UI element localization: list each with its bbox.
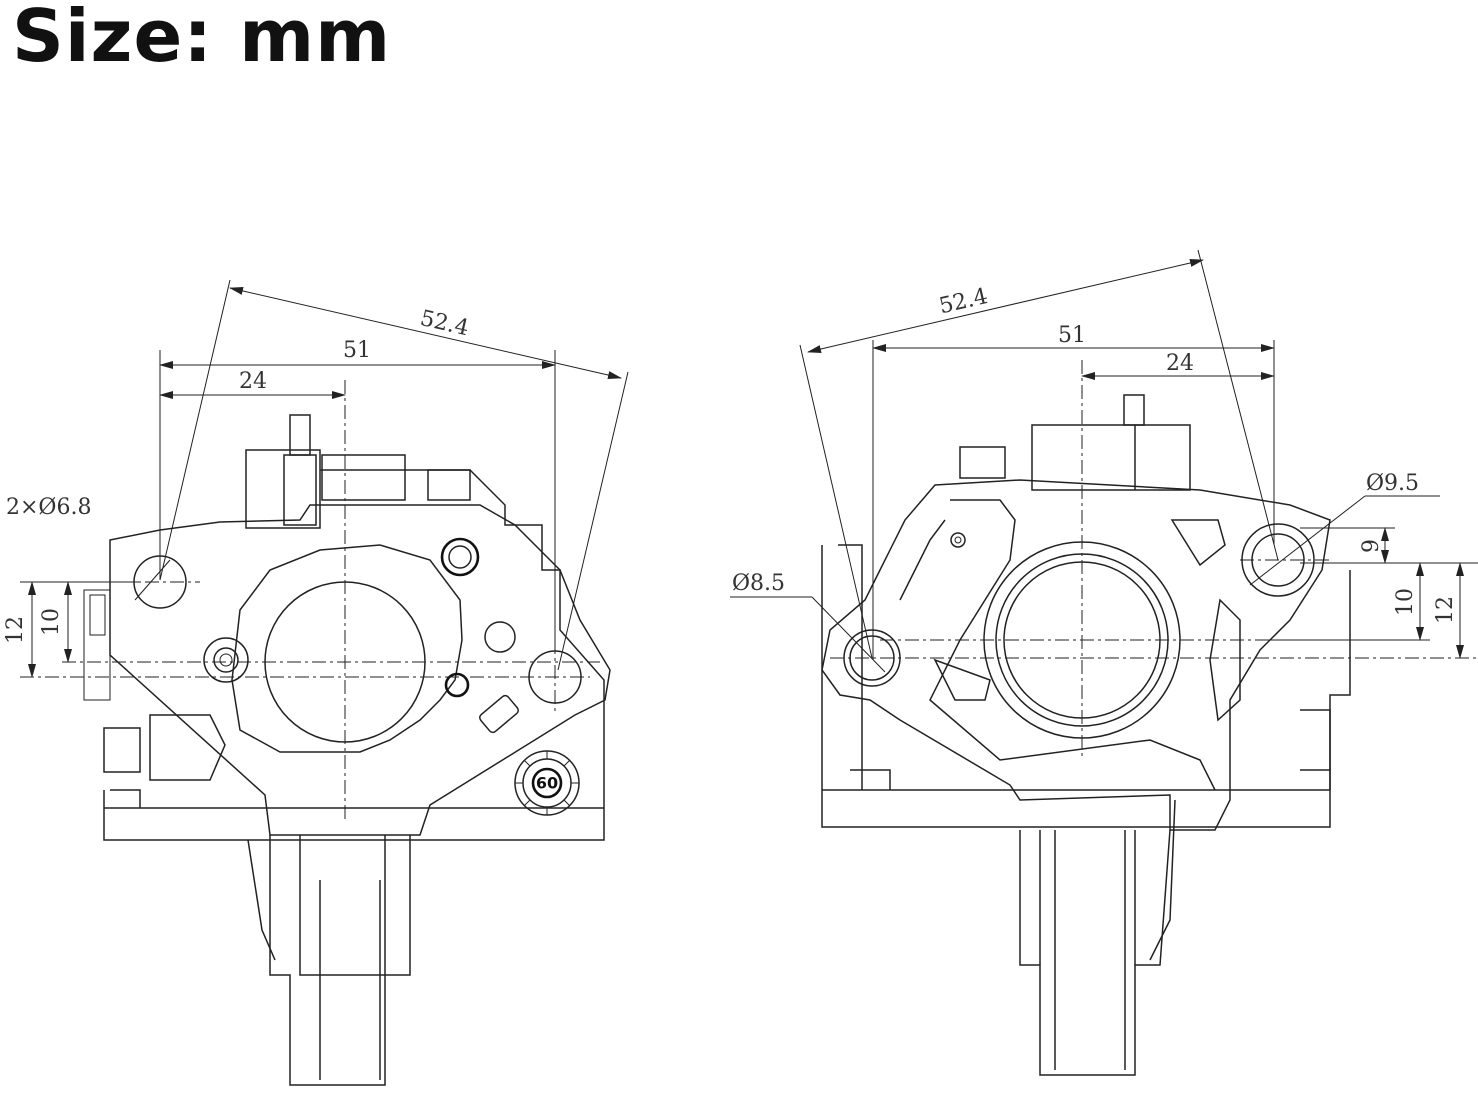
right-dim-hole-left: Ø8.5 xyxy=(732,571,785,596)
right-dim-10: 10 xyxy=(1393,588,1418,616)
left-dim-10: 10 xyxy=(39,608,64,636)
right-dim-12: 12 xyxy=(1433,596,1458,624)
page-title: Size: mm xyxy=(12,0,392,78)
left-dim-52-4: 52.4 xyxy=(418,306,471,341)
left-view: 09 52.4 51 24 2×Ø6.8 12 10 xyxy=(3,279,629,1086)
right-dim-9: 9 xyxy=(1359,539,1384,553)
left-dim-holes: 2×Ø6.8 xyxy=(6,495,91,520)
right-view: 52.4 51 24 Ø8.5 Ø9.5 9 10 12 xyxy=(730,249,1478,1076)
right-dim-hole-right: Ø9.5 xyxy=(1366,471,1419,496)
right-dim-24: 24 xyxy=(1166,351,1194,376)
left-dim-24: 24 xyxy=(239,369,267,394)
left-dim-12: 12 xyxy=(3,616,28,644)
right-dim-51: 51 xyxy=(1058,323,1086,348)
badge-text: 09 xyxy=(536,773,558,792)
left-dim-51: 51 xyxy=(343,338,371,363)
right-dim-52-4: 52.4 xyxy=(937,284,990,319)
